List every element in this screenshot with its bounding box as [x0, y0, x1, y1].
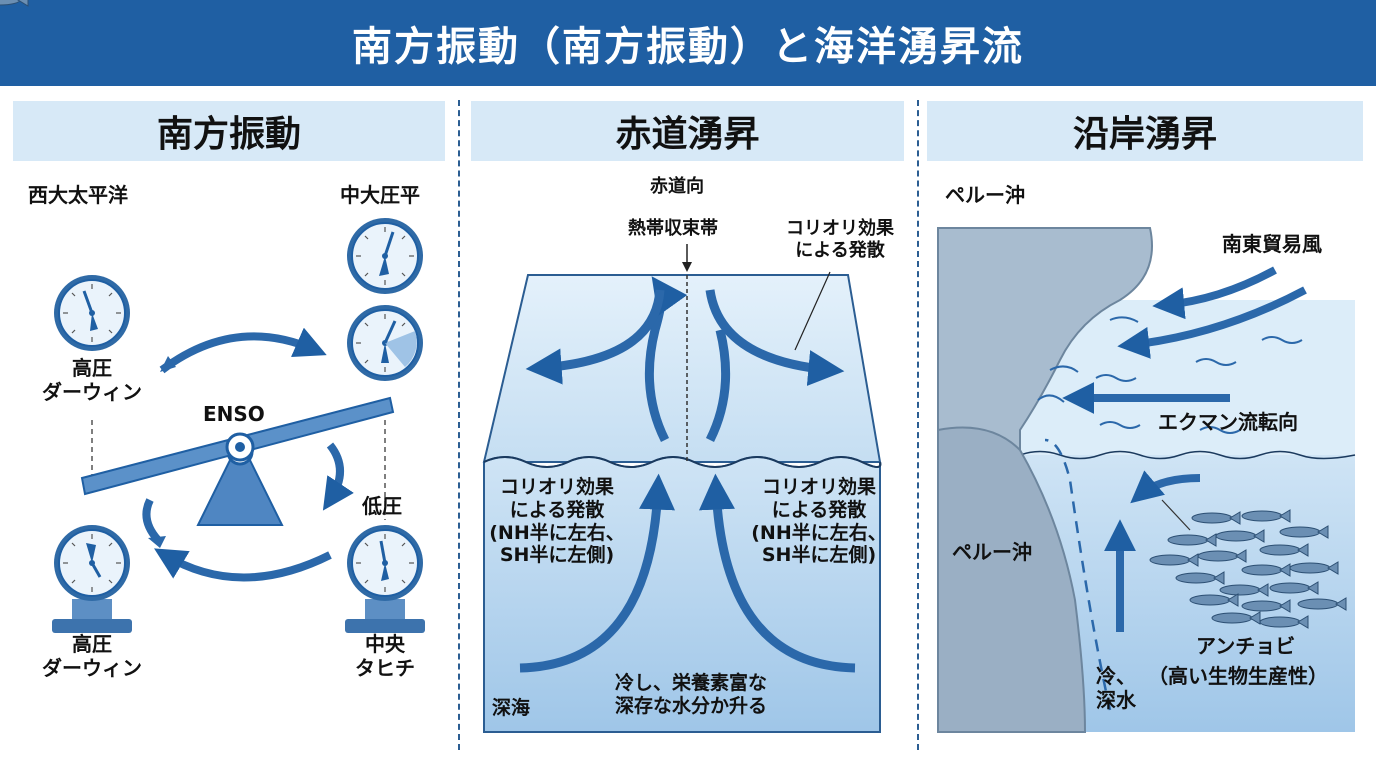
arrow-left-diverge — [525, 289, 665, 385]
label-ekman: エクマン流転向 — [1158, 410, 1298, 434]
label-left-4: SH半に左側) — [499, 544, 615, 567]
label-central-tahiti: 中央 タヒチ — [340, 632, 430, 680]
label-equator-direction: 赤道向 — [650, 176, 704, 197]
seesaw-icon — [80, 396, 395, 526]
label-productivity: （高い生物生産性） — [1148, 664, 1328, 688]
label-central: 中央 — [365, 632, 405, 656]
label-coriolis-right: コリオリ効果 による発散 (NH半に左右、 SH半に左側) — [744, 476, 894, 567]
label-right-2: による発散 — [771, 498, 867, 521]
label-trade-wind: 南東貿易風 — [1222, 232, 1322, 256]
label-right-3: (NH半に左右、 — [751, 521, 887, 544]
circulation-arrow-bottom — [154, 548, 332, 582]
label-darwin-1: ダーウィン — [42, 380, 142, 404]
trade-wind-arrow-2 — [1117, 286, 1307, 359]
trade-wind-arrow-1 — [1152, 266, 1277, 320]
label-right-1: コリオリ効果 — [761, 476, 876, 498]
panel-heading-coastal: 沿岸湧昇 — [927, 101, 1363, 161]
label-high-pressure-darwin-top: 高圧 ダーウィン — [36, 356, 148, 404]
anchovy-school-icon — [0, 0, 1347, 629]
label-rising-water: 冷し、栄養素富な 深存な水分か升る — [596, 672, 786, 718]
label-right-4: SH半に左側) — [761, 544, 877, 567]
label-high-pressure-1: 高圧 — [72, 356, 112, 380]
label-deep-water: 深水 — [1096, 688, 1136, 712]
barometer-icon-central-top — [346, 217, 424, 295]
label-itcz: 熱帯収束帯 — [628, 218, 718, 239]
panel-heading-enso-text: 南方振動 — [156, 114, 301, 155]
arrow-deep-rise-right — [699, 473, 856, 673]
barometer-icon-darwin-bottom — [52, 524, 132, 633]
panel-heading-coastal-text: 沿岸湧昇 — [1072, 114, 1217, 155]
panel-heading-enso: 南方振動 — [13, 101, 445, 161]
label-rise-2: 深存な水分か升る — [614, 694, 767, 717]
label-left-1: コリオリ効果 — [499, 476, 614, 498]
barometer-icon-central-mid — [346, 304, 424, 382]
label-coriolis-top: コリオリ効果 による発散 — [770, 218, 910, 261]
label-coriolis-left: コリオリ効果 による発散 (NH半に左右、 SH半に左側) — [482, 476, 632, 567]
barometer-icon-darwin-top — [53, 274, 131, 352]
return-flow-arrow — [1130, 470, 1201, 504]
label-darwin-2: ダーウィン — [42, 656, 142, 680]
label-peru-offshore: ペルー沖 — [945, 183, 1025, 207]
panel-heading-equatorial: 赤道湧昇 — [471, 101, 904, 161]
coastal-diagram — [0, 0, 1356, 733]
label-central-pacific: 中大圧平 — [340, 183, 420, 207]
enso-diagram — [52, 217, 425, 633]
label-rise-1: 冷し、栄養素富な — [614, 672, 767, 694]
label-cold-deep-water: 冷、 深水 — [1096, 664, 1136, 712]
arrow-right-diverge — [705, 289, 845, 386]
page-title: 南方振動（南方振動）と海洋湧昇流 — [352, 24, 1024, 70]
label-high-pressure-2: 高圧 — [72, 632, 112, 656]
label-enso: ENSO — [203, 402, 265, 426]
label-west-pacific: 西大太平洋 — [28, 183, 128, 207]
equatorial-diagram — [482, 244, 882, 733]
label-tahiti: タヒチ — [355, 656, 415, 680]
label-anchovy: アンチョビ — [1196, 634, 1296, 658]
panel-divider-1 — [458, 100, 460, 750]
circulation-arrow-right — [322, 442, 354, 511]
circulation-arrow-top — [159, 327, 327, 374]
barometer-icon-tahiti-bottom — [345, 524, 425, 633]
panel-heading-equatorial-text: 赤道湧昇 — [615, 114, 760, 155]
label-coriolis-top-2: による発散 — [795, 239, 885, 261]
panel-divider-2 — [917, 100, 919, 750]
label-cold: 冷、 — [1096, 664, 1136, 688]
label-left-3: (NH半に左右、 — [489, 521, 625, 544]
title-bar: 南方振動（南方振動）と海洋湧昇流 — [0, 0, 1376, 86]
arrow-deep-rise-left — [519, 473, 675, 673]
label-coriolis-top-1: コリオリ効果 — [786, 218, 894, 239]
label-deep-sea: 深海 — [492, 697, 531, 719]
label-peru-coast: ペルー沖 — [952, 540, 1032, 564]
label-low-pressure: 低圧 — [362, 494, 402, 518]
label-high-pressure-darwin-bottom: 高圧 ダーウィン — [36, 632, 148, 680]
label-left-2: による発散 — [509, 498, 605, 521]
